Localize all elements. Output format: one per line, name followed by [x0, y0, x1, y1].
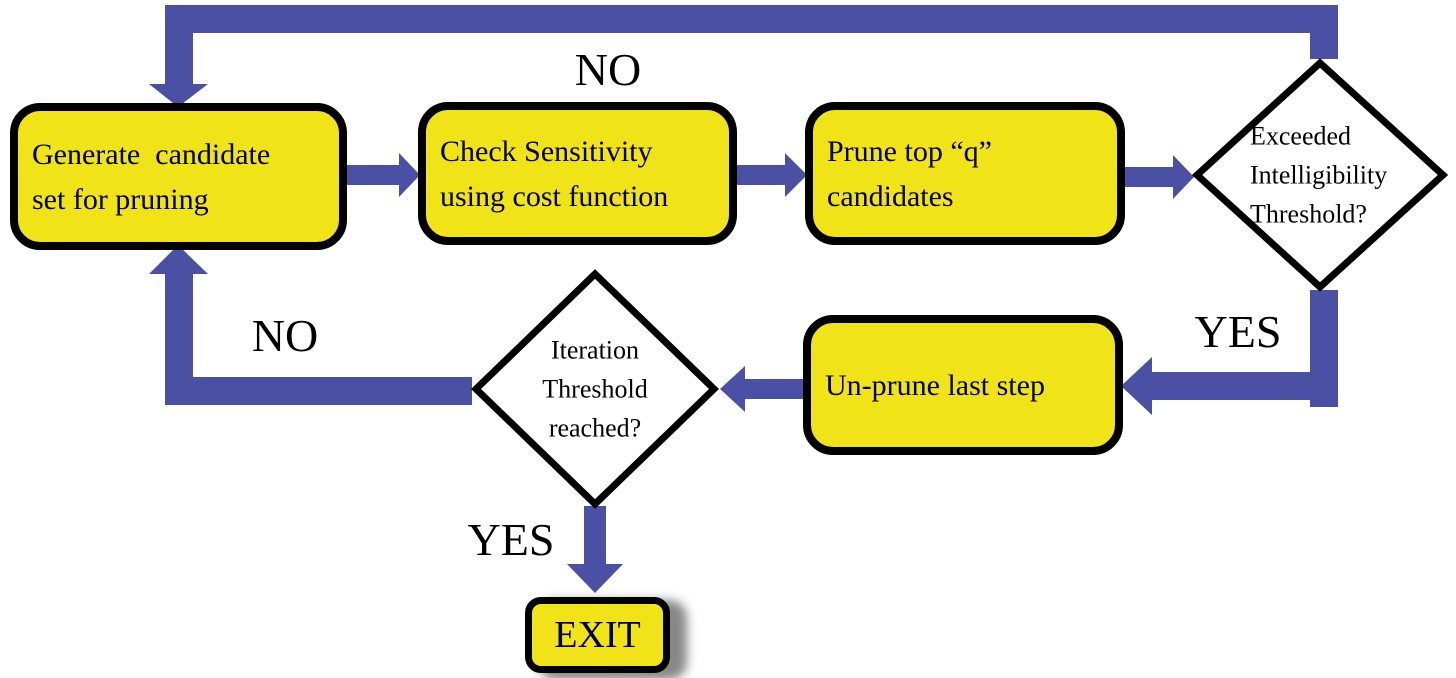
diamond-shape — [1192, 58, 1448, 292]
arrow-generate-to-check — [347, 153, 420, 197]
node-exceeded-threshold-decision: Exceeded Intelligibility Threshold? — [1192, 58, 1448, 292]
node-prune-label: Prune top “q” candidates — [827, 134, 992, 213]
node-prune-top-q: Prune top “q” candidates — [805, 102, 1125, 245]
node-generate-label: Generate candidate set for pruning — [32, 137, 271, 216]
node-unprune-last-step: Un-prune last step — [803, 315, 1123, 455]
node-exit-label: EXIT — [554, 614, 641, 656]
arrow-iteration-no-loop — [149, 245, 472, 405]
node-generate-candidate-set: Generate candidate set for pruning — [10, 103, 347, 250]
node-exceeded-label: Exceeded Intelligibility Threshold? — [1250, 121, 1388, 229]
edge-label-no-left: NO — [251, 310, 319, 361]
arrow-exceeded-no-loop-top — [149, 5, 1338, 107]
arrow-prune-to-exceeded — [1125, 155, 1194, 199]
node-exit: EXIT — [525, 597, 670, 673]
node-unprune-label: Un-prune last step — [825, 368, 1045, 402]
edge-label-no-top: NO — [574, 44, 642, 95]
arrow-iteration-yes-to-exit — [567, 506, 623, 593]
arrow-unprune-to-iteration — [720, 366, 805, 412]
node-check-sensitivity: Check Sensitivity using cost function — [418, 102, 737, 245]
node-check-label: Check Sensitivity using cost function — [440, 134, 669, 213]
edge-label-yes-bottom: YES — [467, 514, 555, 565]
node-iteration-label: Iteration Threshold reached? — [542, 335, 648, 443]
node-iteration-threshold-decision: Iteration Threshold reached? — [471, 269, 719, 509]
arrow-check-to-prune — [737, 153, 807, 197]
edge-label-yes-right: YES — [1194, 306, 1282, 357]
arrow-exceeded-yes-to-unprune — [1121, 290, 1338, 415]
diamond-shape — [471, 269, 719, 509]
